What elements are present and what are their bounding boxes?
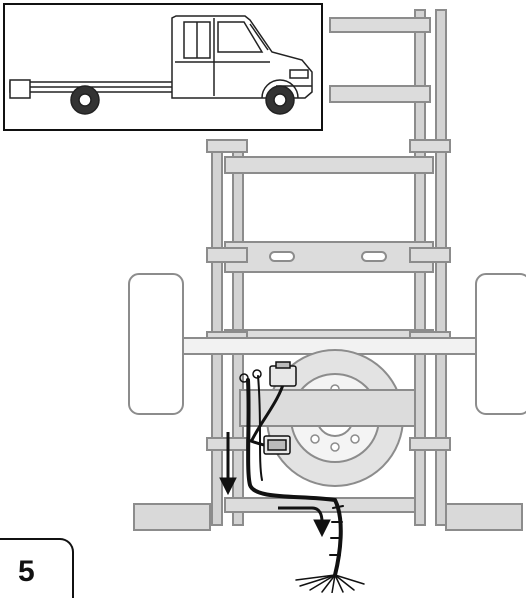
step-badge	[0, 538, 74, 598]
direction-arrow-icon	[219, 432, 331, 538]
spare-wheel-icon	[239, 349, 416, 487]
truck-side-view-icon	[9, 15, 313, 115]
truck-side-view-inset	[3, 3, 323, 131]
connector-plug-icon	[263, 361, 297, 455]
step-number: 5	[18, 555, 35, 588]
rear-axle	[128, 273, 526, 415]
